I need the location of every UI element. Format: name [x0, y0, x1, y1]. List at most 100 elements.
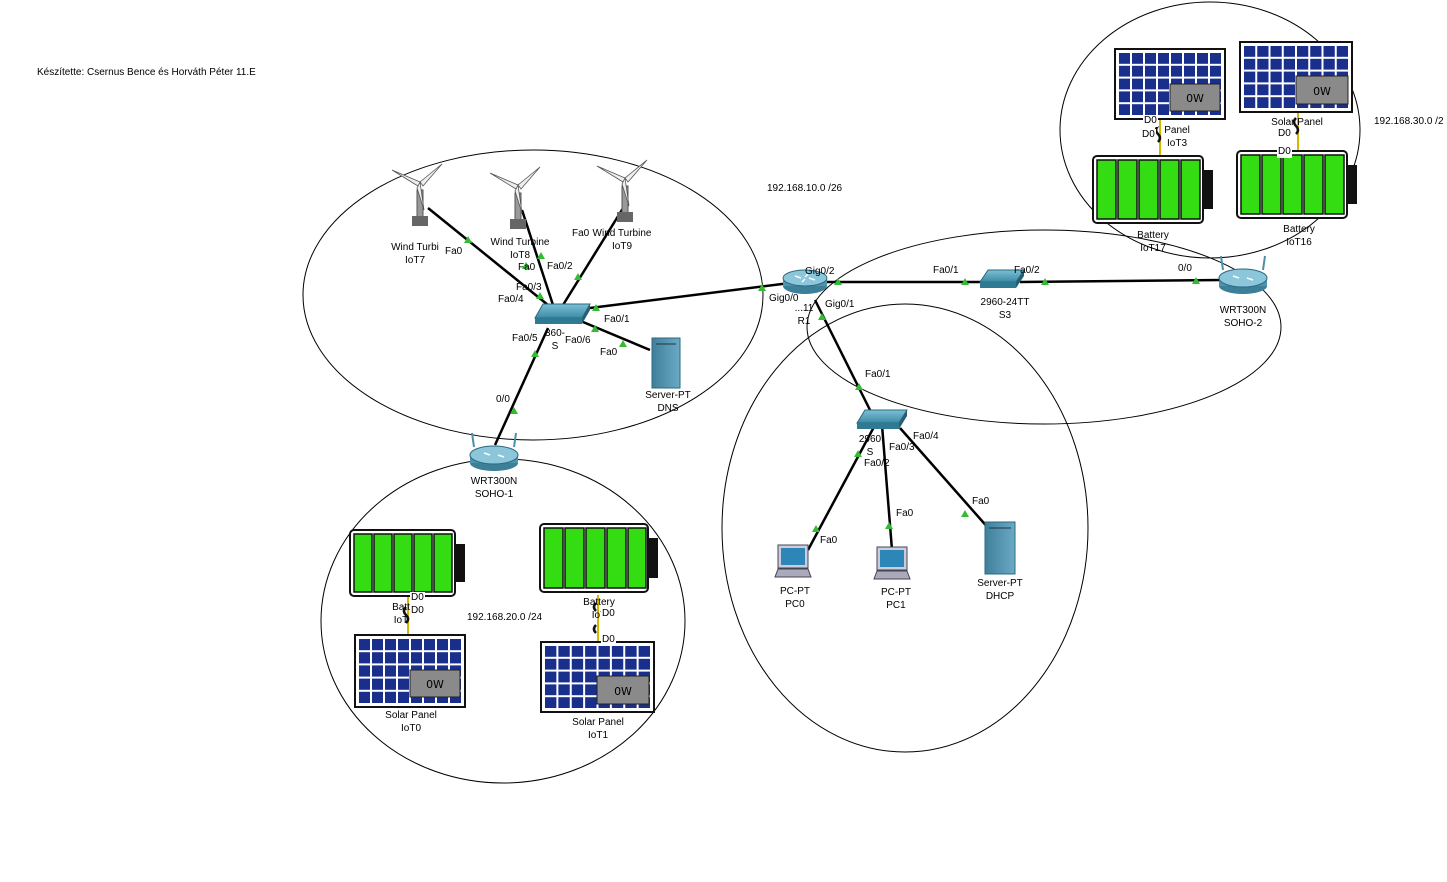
port-label: Fa0/2: [1014, 265, 1040, 276]
solar-cell: [1244, 84, 1256, 96]
power-readout: 0W: [426, 678, 444, 691]
solar-cell: [398, 691, 409, 703]
battery-icon[interactable]: [349, 529, 465, 597]
solar-cell: [1336, 46, 1348, 57]
switch-icon[interactable]: [534, 303, 591, 324]
port-label: D0: [601, 608, 616, 620]
solar-cell: [1323, 46, 1335, 57]
solar-cell: [372, 639, 383, 651]
power-readout: 0W: [614, 685, 632, 698]
solar-cell: [1132, 91, 1143, 103]
port-label: Fa0/4: [498, 294, 524, 305]
port-label: Fa0/5: [512, 333, 538, 344]
solar-cell: [359, 691, 370, 703]
port-label: Fa0/1: [933, 265, 959, 276]
solar-cell: [1257, 84, 1269, 96]
links: [427, 204, 1223, 551]
solar-cell: [1158, 65, 1169, 77]
solar-cell: [1283, 84, 1295, 96]
solar-panel-icon[interactable]: 0W: [540, 641, 655, 713]
network-label-10: 192.168.10.0 /26: [765, 183, 845, 195]
solar-cell: [1158, 78, 1169, 90]
port-label: Fa0: [445, 246, 463, 257]
wind-turbine-icon[interactable]: [489, 166, 541, 229]
port-label: Fa0/3: [889, 442, 915, 453]
solar-cell: [1336, 58, 1348, 70]
solar-cell: [1283, 46, 1295, 57]
solar-cell: [571, 684, 584, 696]
solar-cell: [1244, 58, 1256, 70]
solar-cell: [1270, 58, 1282, 70]
solar-cell: [1132, 53, 1143, 64]
solar-cell: [1323, 58, 1335, 70]
solar-cell: [571, 658, 584, 670]
wind-turbine-icon[interactable]: [391, 163, 443, 226]
solar-cell: [450, 639, 461, 651]
solar-cell: [585, 671, 597, 683]
wind-turbine-icon[interactable]: [596, 159, 648, 222]
solar-cell: [598, 646, 610, 657]
area-ellipse-s3: [806, 229, 1282, 425]
solar-cell: [359, 639, 370, 651]
solar-cell: [1145, 78, 1156, 90]
server-icon[interactable]: [984, 521, 1016, 575]
solar-cell: [1270, 71, 1282, 83]
solar-cell: [437, 652, 448, 664]
solar-cell: [385, 665, 396, 677]
solar-cell: [1283, 58, 1295, 70]
router-icon[interactable]: [782, 269, 828, 294]
server-icon[interactable]: [651, 337, 681, 389]
power-readout: 0W: [1186, 92, 1204, 105]
solar-panel-icon[interactable]: 0W: [1239, 41, 1353, 113]
pc-icon[interactable]: [873, 546, 911, 580]
battery-icon[interactable]: [1236, 150, 1357, 219]
solar-cell: [1244, 97, 1256, 108]
solar-cell: [558, 671, 570, 683]
solar-cell: [385, 678, 396, 690]
port-label: Gig0/1: [825, 299, 855, 310]
solar-cell: [585, 646, 597, 657]
battery-icon[interactable]: [539, 523, 658, 593]
port-label: Gig0/0: [769, 293, 799, 304]
solar-cell: [1184, 53, 1195, 64]
switch-icon[interactable]: [979, 269, 1025, 288]
solar-cell: [1158, 104, 1169, 115]
wireless-router-icon[interactable]: [1218, 255, 1268, 294]
solar-panel-icon[interactable]: 0W: [1114, 48, 1226, 120]
pc-icon[interactable]: [774, 544, 812, 578]
solar-cell: [558, 658, 570, 670]
solar-cell: [611, 658, 624, 670]
solar-cell: [1119, 91, 1130, 103]
solar-cell: [1257, 46, 1269, 57]
solar-cell: [385, 639, 396, 651]
solar-cell: [1283, 71, 1295, 83]
wireless-router-icon[interactable]: [469, 432, 519, 471]
solar-cell: [545, 697, 557, 708]
solar-cell: [611, 646, 624, 657]
switch-icon[interactable]: [856, 409, 908, 429]
solar-cell: [1310, 46, 1322, 57]
battery-icon[interactable]: [1092, 155, 1213, 224]
solar-panel-icon[interactable]: 0W: [354, 634, 466, 708]
solar-cell: [450, 652, 461, 664]
port-label: D0: [1141, 129, 1156, 141]
solar-cell: [625, 646, 637, 657]
solar-cell: [1283, 97, 1295, 108]
solar-cell: [1210, 53, 1221, 64]
solar-cell: [1171, 65, 1182, 77]
power-readout: 0W: [1313, 85, 1331, 98]
solar-cell: [1119, 65, 1130, 77]
area-ellipse-soho2: [1059, 1, 1361, 259]
port-label: Fa0/6: [565, 335, 591, 346]
solar-cell: [372, 691, 383, 703]
